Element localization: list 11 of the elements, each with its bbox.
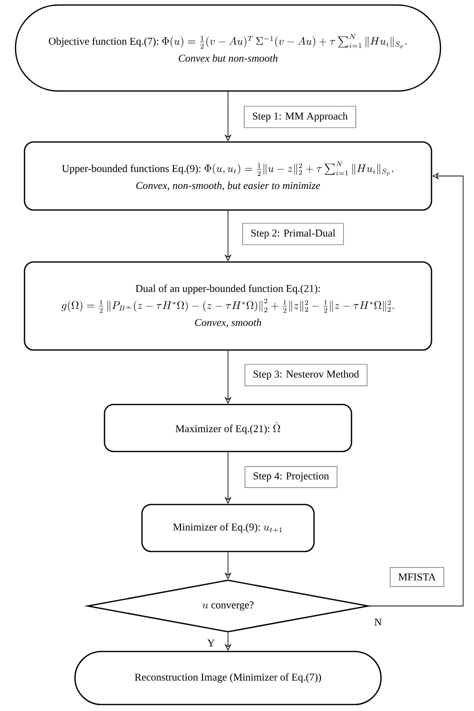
edge-label: MFISTA: [390, 567, 444, 587]
edge-label: Step 1: MM Approach: [244, 106, 356, 128]
process-box: Upper-bounded functions Eq.(9): $\Phi(u,u_t)=\frac{1}{2}\|u-z\|_2^2+\tau\sum_{i=1}^{N}\|Hu_i\|_{S_p}.$ Convex, non-smooth, but easier to minimize: [24, 141, 432, 211]
edge-label: Step 4: Projection: [244, 466, 338, 488]
edge-label: Step 3: Nesterov Method: [244, 364, 368, 386]
edge-label: Step 2: Primal-Dual: [242, 222, 344, 246]
process-box: Minimizer of Eq.(9): $u_{t+1}$: [141, 504, 315, 552]
edge-label: Y: [206, 638, 216, 648]
branch-label: N: [374, 618, 382, 626]
process-box: Maximizer of Eq.(21): $\hat{\Omega}$: [104, 404, 352, 452]
process-box: Dual of an upper-bounded function Eq.(21): $g(\Omega)=\frac{1}{2}\left\|P_{B^{\infty}}(z-\tau H^{*}\Omega)-(z-\tau H^{*}\Omega)\right\|_2^2+\frac{1}{2}\|z\|_2^2-\frac{1}{2}\|z-\tau H^{*}\Omega\|_2^2.$ Convex, smooth: [24, 261, 432, 351]
